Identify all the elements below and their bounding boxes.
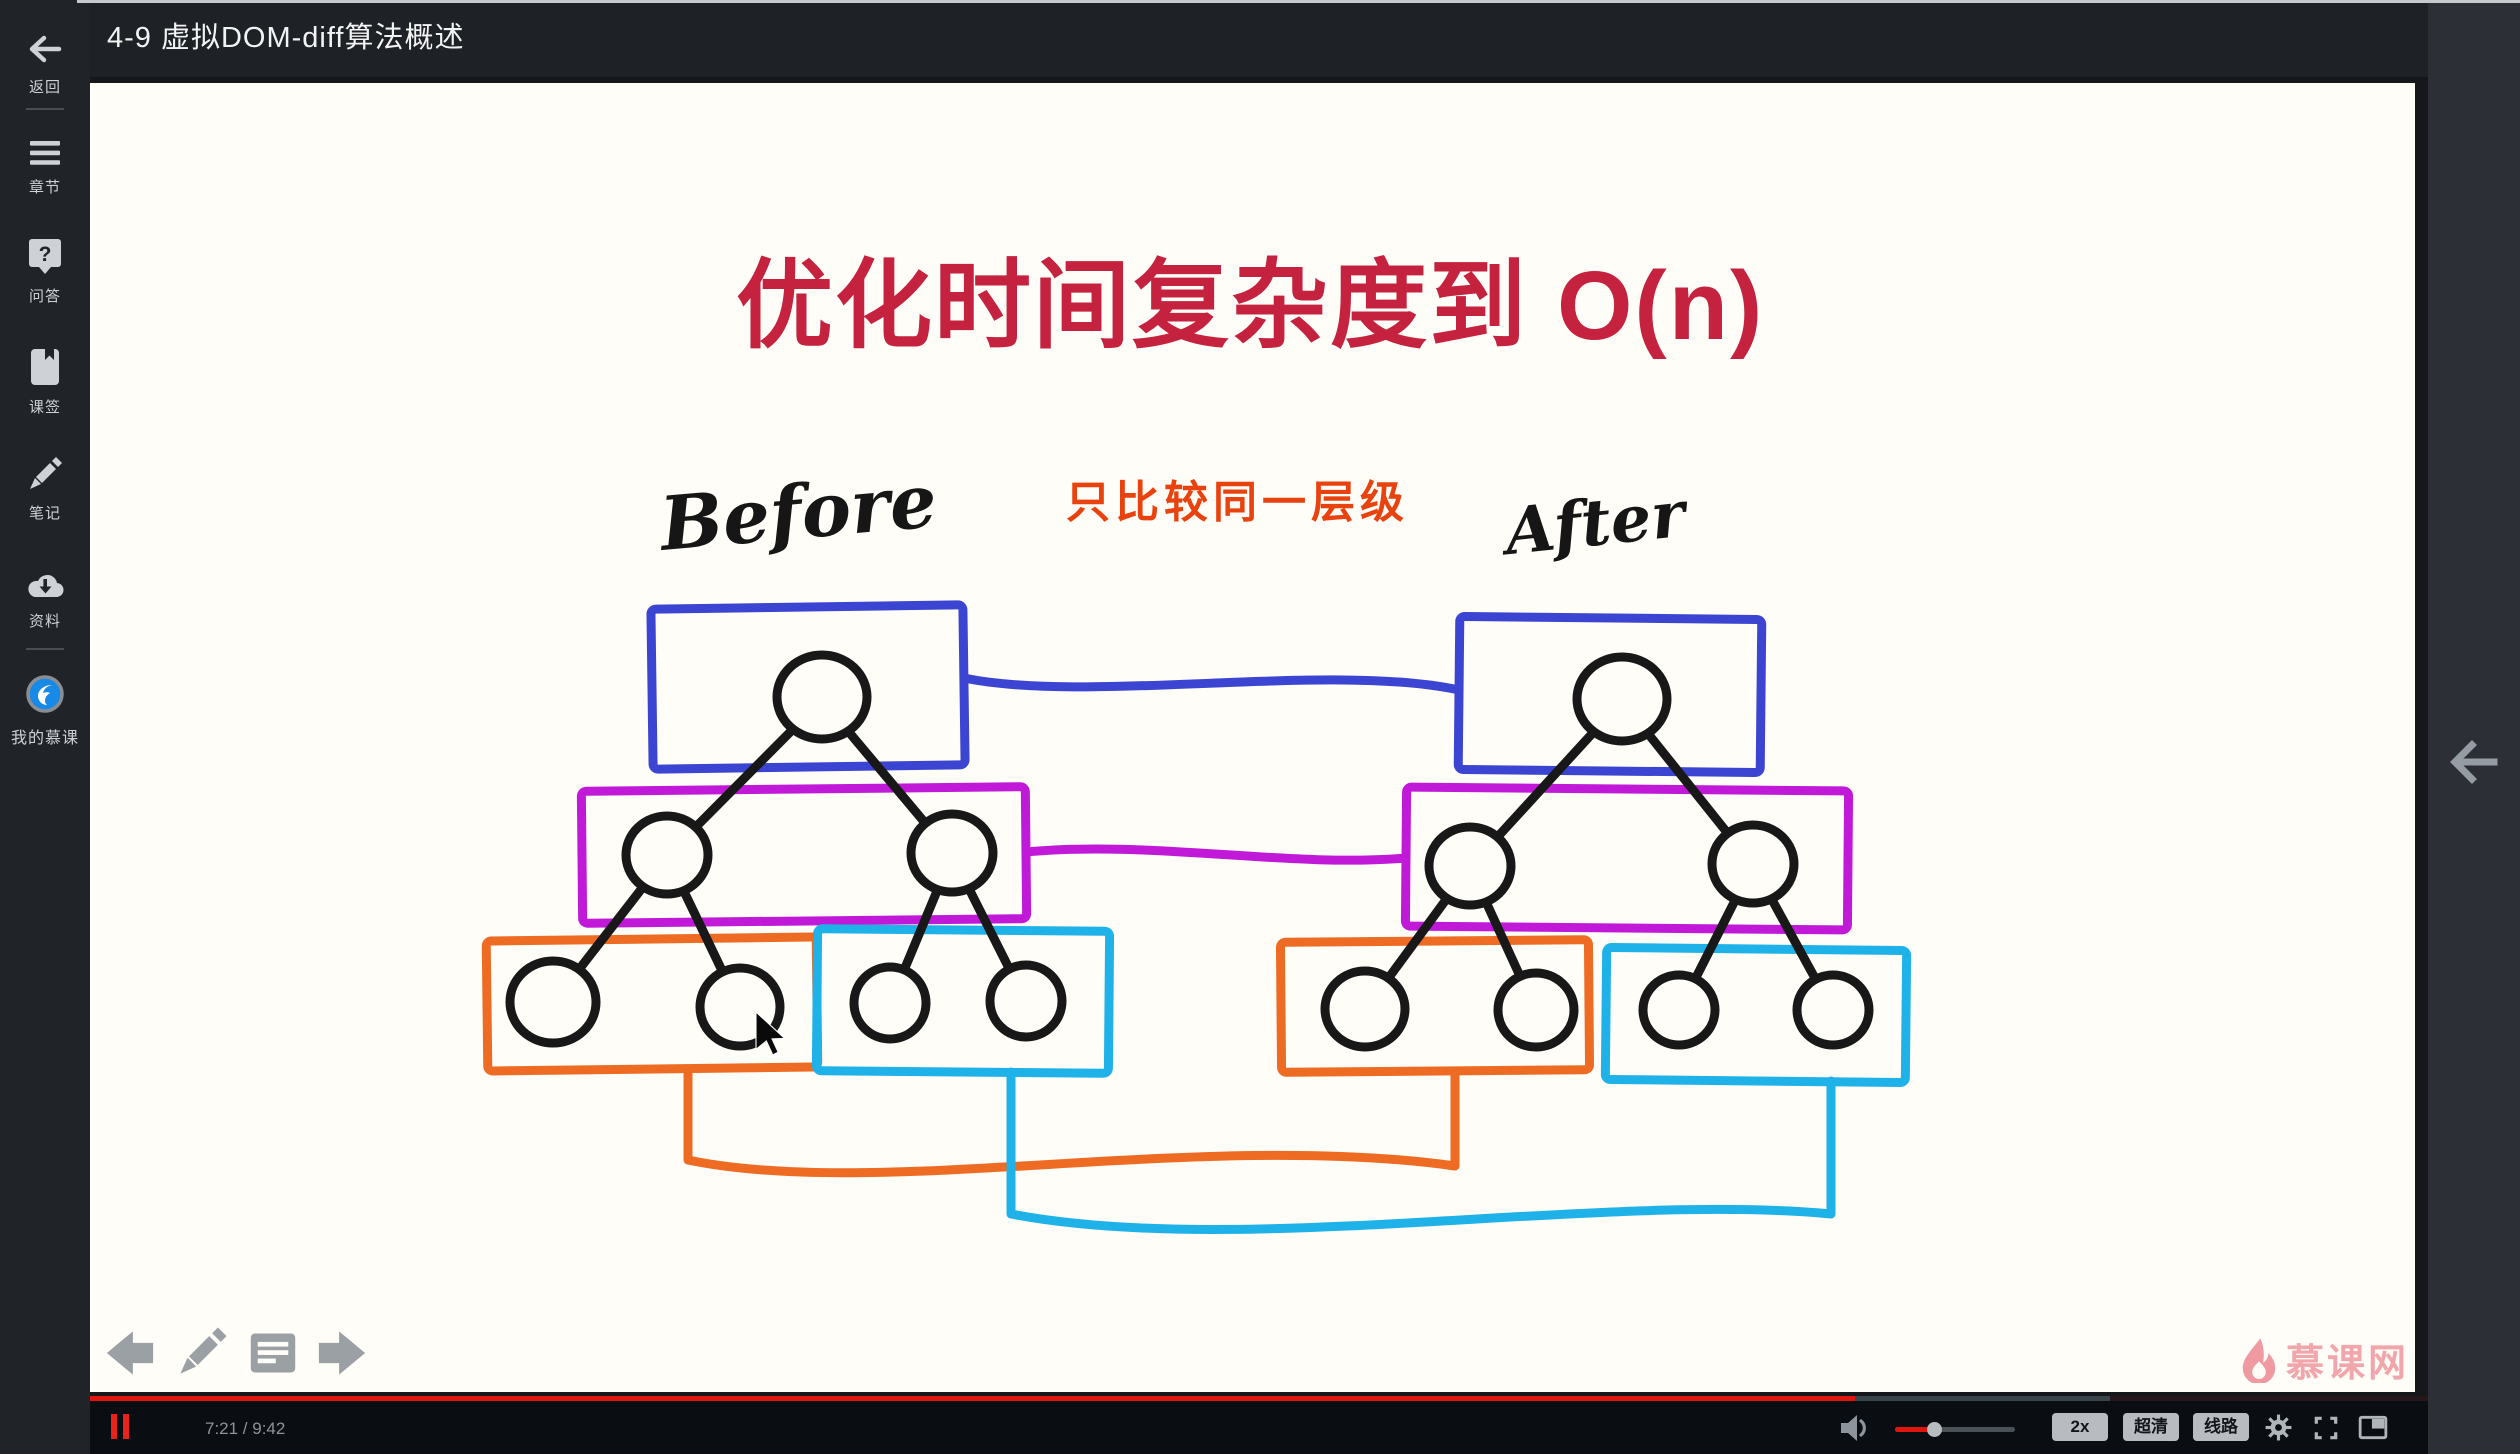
picture-in-picture-icon	[2358, 1415, 2388, 1440]
fullscreen-brackets-icon	[2314, 1416, 2338, 1440]
sidebar-label-chapters: 章节	[28, 179, 61, 196]
sidebar-divider	[26, 108, 64, 110]
pause-button[interactable]	[111, 1414, 131, 1439]
right-panel-strip	[2428, 0, 2520, 1454]
volume-fill	[1895, 1427, 1933, 1432]
route-button[interactable]: 线路	[2193, 1413, 2249, 1441]
cloud-download-icon	[28, 574, 64, 598]
sidebar-item-back[interactable]: 返回	[0, 32, 90, 97]
sidebar-label-qa: 问答	[28, 288, 61, 305]
arrow-left-icon	[29, 35, 62, 63]
sidebar: 返回 章节 ? 问答 课签	[0, 0, 90, 1454]
svg-text:?: ?	[39, 243, 52, 266]
imooc-avatar-icon	[26, 675, 64, 713]
sidebar-label-my-imooc: 我的慕课	[10, 730, 79, 747]
settings-button[interactable]	[2265, 1414, 2292, 1441]
video-progress-bar[interactable]	[90, 1396, 2428, 1401]
gear-icon	[2265, 1414, 2292, 1441]
prev-slide-button[interactable]	[104, 1326, 156, 1380]
next-slide-button[interactable]	[316, 1326, 368, 1380]
pause-bar-icon	[111, 1414, 117, 1439]
slide-annotation: 只比较同一层级	[1066, 478, 1409, 527]
sidebar-item-chapters[interactable]: 章节	[0, 140, 90, 197]
arrow-left-icon	[2450, 740, 2498, 784]
sidebar-item-notes[interactable]: 笔记	[0, 456, 90, 523]
sidebar-label-bookmark: 课签	[28, 399, 61, 416]
collapse-panel-button[interactable]	[2446, 735, 2500, 789]
sidebar-label-notes: 笔记	[28, 505, 61, 522]
notes-icon	[250, 1333, 296, 1373]
sidebar-divider	[26, 648, 64, 650]
flame-icon	[2242, 1337, 2276, 1383]
video-title: 4-9 虚拟DOM-diff算法概述	[107, 22, 465, 54]
top-bar: 4-9 虚拟DOM-diff算法概述	[90, 0, 2428, 77]
sidebar-label-materials: 资料	[28, 613, 61, 630]
pencil-icon	[30, 457, 62, 489]
annotate-pencil-button[interactable]	[176, 1324, 228, 1380]
pencil-icon	[180, 1327, 227, 1374]
question-bubble-icon: ?	[29, 239, 61, 274]
menu-icon	[30, 141, 60, 165]
player-control-bar	[90, 1401, 2428, 1454]
pip-button[interactable]	[2358, 1414, 2388, 1441]
quality-button[interactable]: 超清	[2123, 1413, 2179, 1441]
sidebar-item-bookmark[interactable]: 课签	[0, 348, 90, 417]
sidebar-label-back: 返回	[28, 79, 61, 96]
next-arrow-icon	[318, 1331, 366, 1375]
volume-button[interactable]	[1840, 1414, 1870, 1442]
progress-played	[90, 1396, 1856, 1401]
prev-arrow-icon	[106, 1331, 154, 1375]
watermark-text: 慕课网	[2286, 1343, 2410, 1385]
time-display: 7:21 / 9:42	[205, 1419, 286, 1438]
bookmark-icon	[31, 349, 59, 385]
sidebar-item-my-imooc[interactable]: 我的慕课	[0, 674, 90, 748]
speed-button[interactable]: 2x	[2052, 1413, 2108, 1441]
speaker-icon	[1841, 1415, 1866, 1441]
volume-slider[interactable]	[1895, 1422, 2015, 1437]
pause-bar-icon	[123, 1414, 129, 1439]
sidebar-item-materials[interactable]: 资料	[0, 570, 90, 631]
slide-title: 优化时间复杂度到 O(n)	[736, 251, 1765, 360]
fullscreen-button[interactable]	[2312, 1414, 2340, 1442]
volume-knob[interactable]	[1927, 1422, 1942, 1437]
comment-notes-button[interactable]	[248, 1330, 298, 1376]
window-top-edge	[77, 0, 2520, 3]
imooc-watermark: 慕课网	[2238, 1332, 2409, 1387]
sidebar-item-qa[interactable]: ? 问答	[0, 238, 90, 306]
